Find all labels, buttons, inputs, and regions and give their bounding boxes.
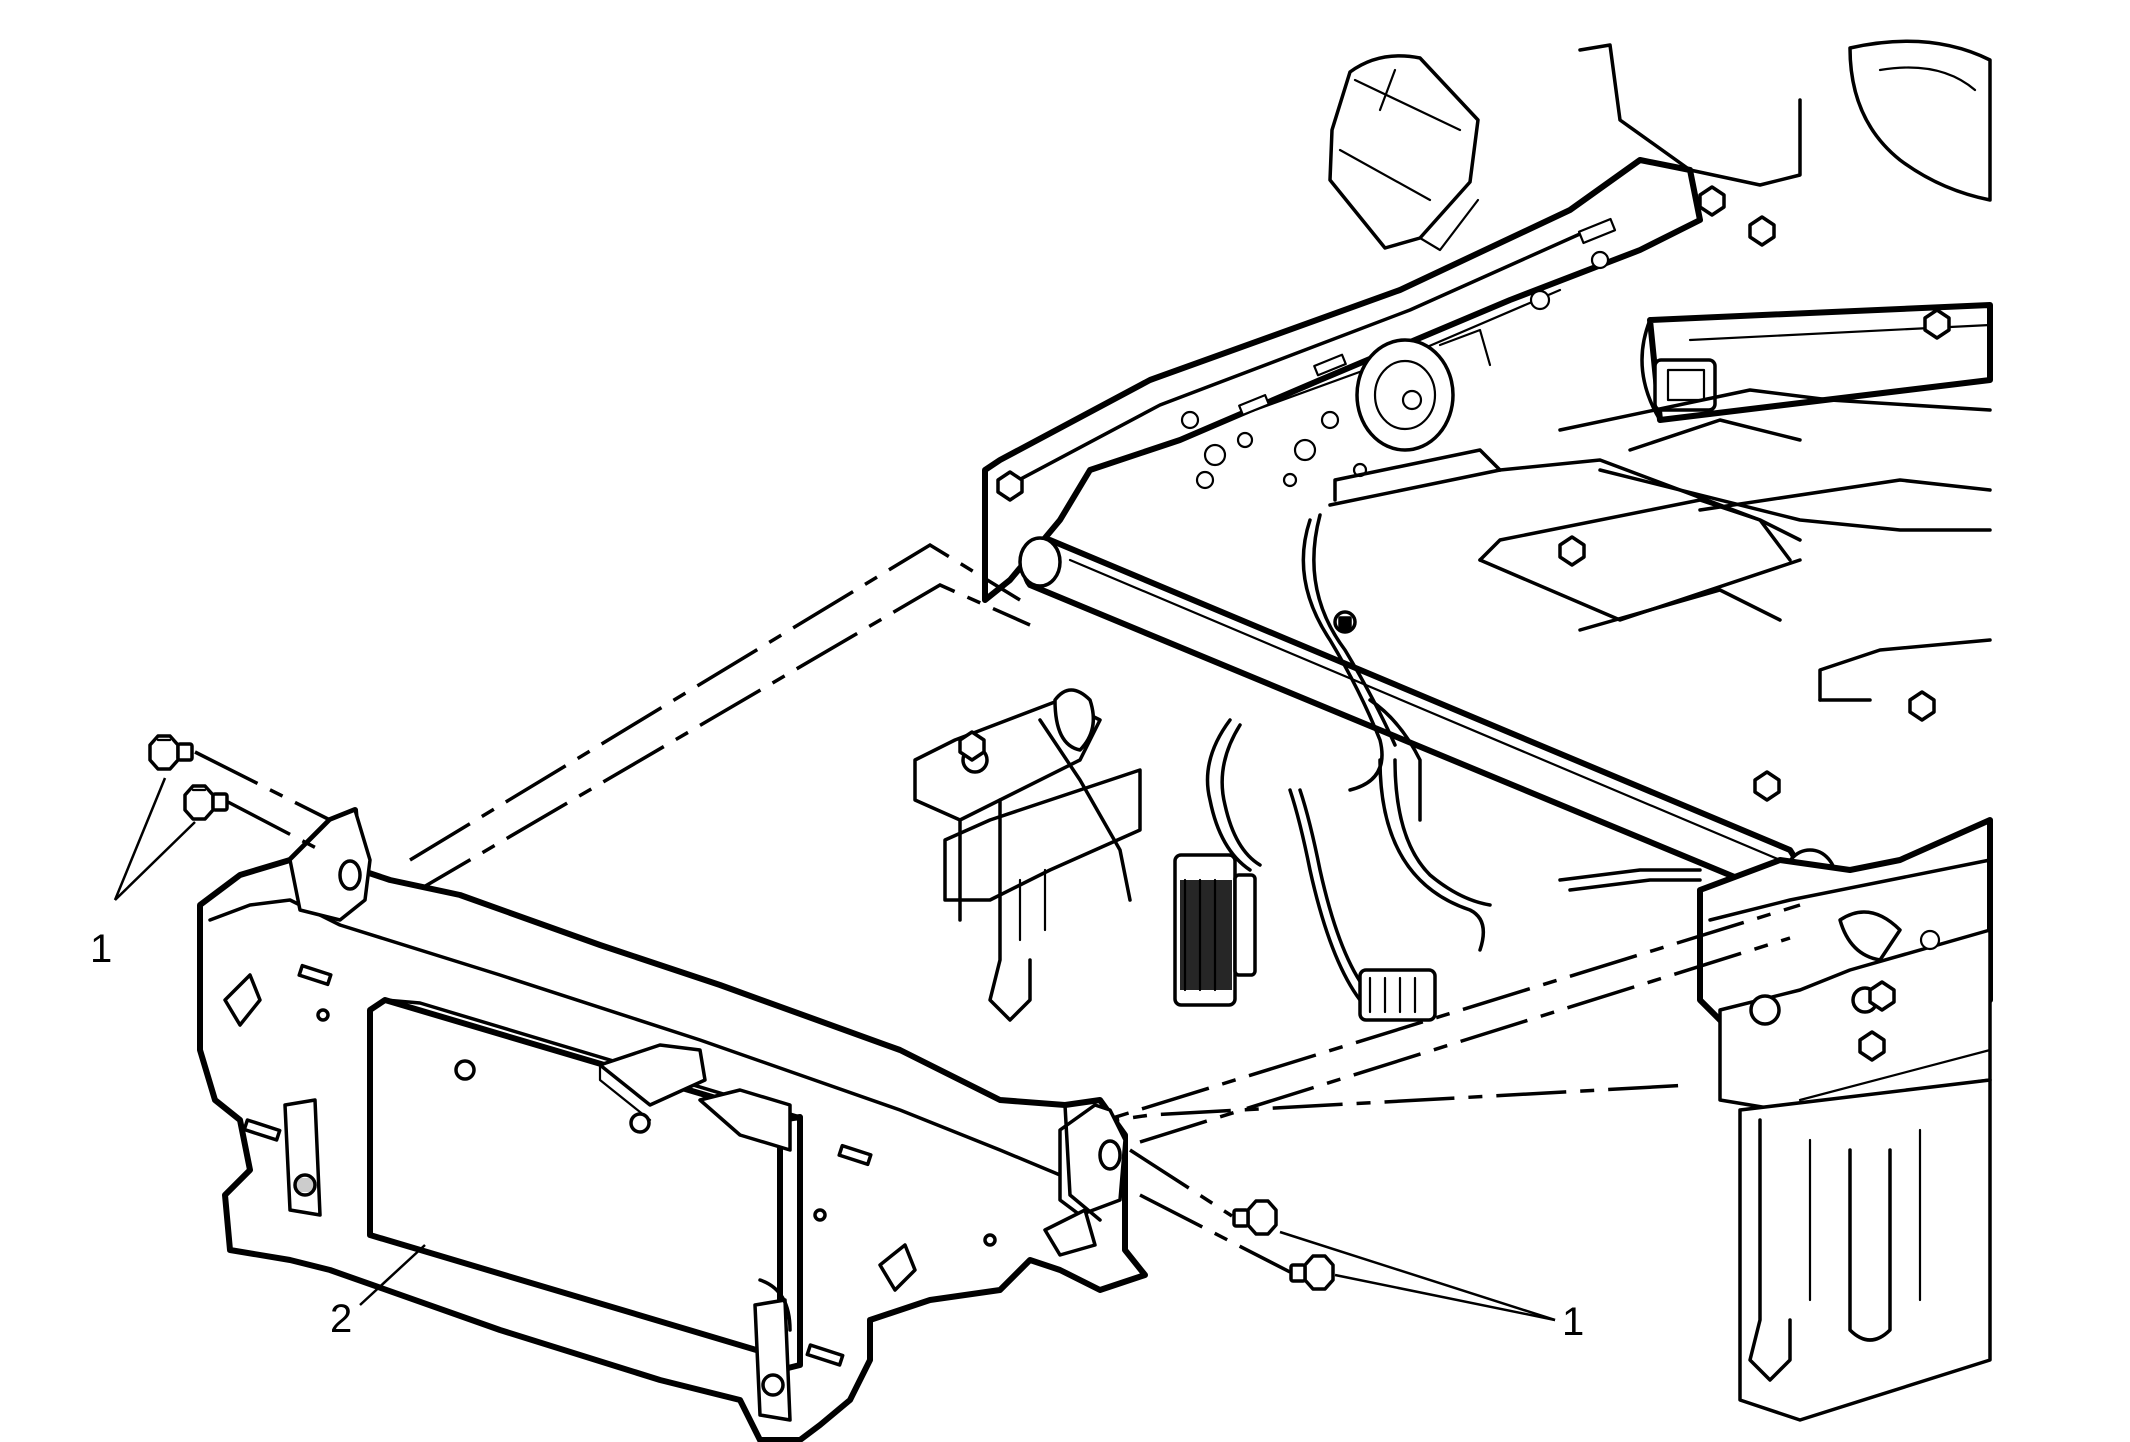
callout-bolt-left: 1 xyxy=(90,927,112,971)
harness-connector-small xyxy=(1358,968,1437,1022)
recliner-mechanism xyxy=(1355,328,1492,452)
rear-cross-tube xyxy=(1640,302,1993,423)
bolt-left-upper xyxy=(148,734,194,771)
bolt-right-upper xyxy=(1232,1199,1278,1236)
module-bracket-assembly xyxy=(197,807,1148,1442)
control-module xyxy=(367,997,803,1373)
front-cross-tube xyxy=(1018,536,1838,912)
right-side-rail xyxy=(1697,817,1993,1422)
callout-module: 2 xyxy=(330,1297,352,1341)
left-side-rail xyxy=(982,157,1703,603)
alignment-lines xyxy=(409,542,1801,1144)
wiring-harness xyxy=(1205,513,1702,1002)
seat-frame-assembly xyxy=(913,39,1993,1422)
bolt-left-lower xyxy=(183,784,229,821)
callout-bolt-right: 1 xyxy=(1562,1300,1584,1344)
seat-belt-buckle xyxy=(1328,54,1480,252)
left-seat-track xyxy=(913,688,1142,1022)
harness-connector xyxy=(1173,853,1257,1007)
frame-nuts xyxy=(958,185,1951,1062)
seat-springs xyxy=(1328,388,1992,702)
bolt-right-lower xyxy=(1289,1254,1335,1291)
callout-leaders xyxy=(113,777,1556,1322)
